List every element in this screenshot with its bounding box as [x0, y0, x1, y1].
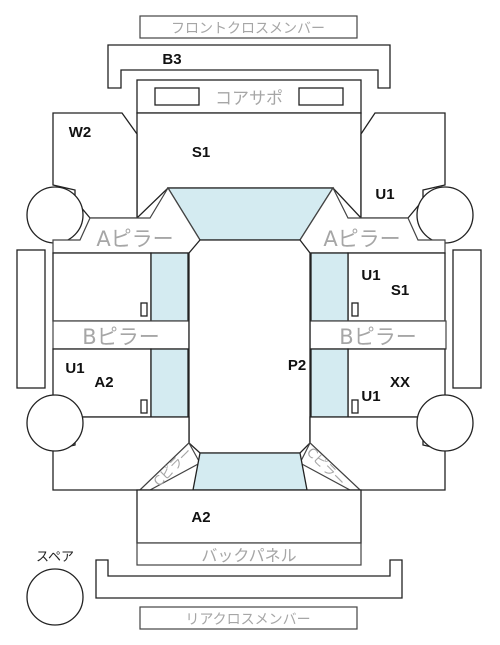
front-bumper[interactable]: B3: [107, 44, 391, 89]
rear-window[interactable]: [192, 452, 308, 491]
core-support[interactable]: コアサポ: [136, 79, 362, 114]
spare-tire[interactable]: スペア: [26, 550, 84, 626]
left-b-pillar-label: Bピラー: [82, 325, 159, 349]
front-left-window[interactable]: [150, 252, 189, 322]
rear-right-window[interactable]: [310, 348, 349, 418]
left-side-skirt[interactable]: [16, 249, 46, 389]
front-cross-member[interactable]: フロントクロスメンバー: [139, 15, 358, 39]
core-support-label: コアサポ: [215, 89, 283, 109]
rear-left-window[interactable]: [150, 348, 189, 418]
front-left-wheel[interactable]: [26, 186, 84, 244]
rear-left-door-code-2: A2: [94, 374, 113, 391]
left-headlight[interactable]: [154, 87, 200, 106]
front-cross-member-label: フロントクロスメンバー: [171, 21, 325, 37]
right-b-pillar[interactable]: Bピラー: [309, 320, 447, 350]
front-left-door[interactable]: [52, 252, 189, 322]
left-front-fender-code: W2: [69, 124, 92, 141]
front-right-door[interactable]: U1 S1: [310, 252, 446, 322]
front-right-door-code-1: U1: [361, 267, 380, 284]
hood-code: S1: [192, 144, 210, 161]
right-a-pillar-label: Aピラー: [323, 227, 400, 251]
rear-left-door-handle[interactable]: [140, 399, 148, 414]
rear-right-wheel[interactable]: [416, 394, 474, 452]
right-front-fender-code: U1: [375, 186, 394, 203]
back-panel[interactable]: バックパネル: [136, 542, 362, 566]
rear-left-wheel[interactable]: [26, 394, 84, 452]
left-a-pillar-label: Aピラー: [96, 227, 173, 251]
right-side-skirt[interactable]: [452, 249, 482, 389]
right-a-pillar[interactable]: Aピラー: [299, 186, 446, 254]
rear-right-door-handle[interactable]: [351, 399, 359, 414]
roof[interactable]: P2: [188, 239, 311, 454]
left-b-pillar[interactable]: Bピラー: [52, 320, 190, 350]
rear-right-door-code-1: XX: [390, 374, 410, 391]
front-bumper-code: B3: [162, 51, 181, 68]
front-right-door-code-2: S1: [391, 282, 409, 299]
front-left-door-handle[interactable]: [140, 302, 148, 317]
back-panel-label: バックパネル: [201, 546, 296, 565]
spare-tire-label: スペア: [36, 550, 74, 565]
roof-code: P2: [288, 357, 306, 374]
front-right-wheel[interactable]: [416, 186, 474, 244]
rear-right-door-code-2: U1: [361, 388, 380, 405]
rear-cross-member-label: リアクロスメンバー: [185, 612, 310, 628]
rear-left-door-code-1: U1: [65, 360, 84, 377]
front-right-window[interactable]: [310, 252, 349, 322]
right-headlight[interactable]: [298, 87, 344, 106]
front-right-door-handle[interactable]: [351, 302, 359, 317]
rear-cross-member[interactable]: リアクロスメンバー: [139, 606, 358, 630]
trunk-code: A2: [191, 509, 210, 526]
spare-tire-circle[interactable]: [26, 568, 84, 626]
rear-bumper[interactable]: [95, 559, 403, 599]
trunk[interactable]: A2: [136, 489, 362, 544]
rear-left-door[interactable]: U1 A2: [52, 348, 189, 418]
right-b-pillar-label: Bピラー: [339, 325, 416, 349]
